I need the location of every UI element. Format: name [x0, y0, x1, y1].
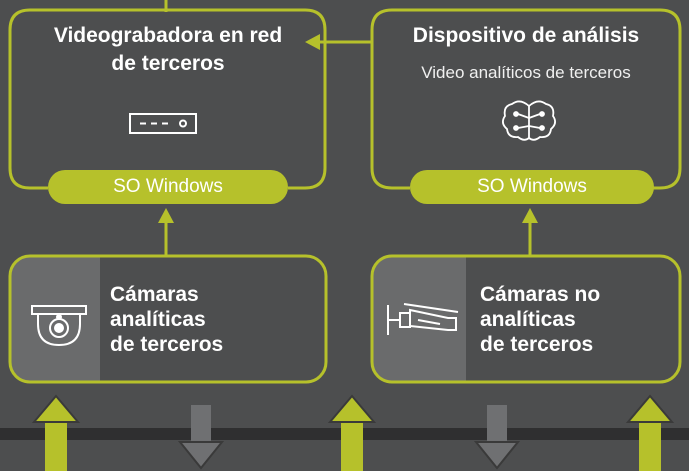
nvr-os-label: SO Windows — [113, 176, 223, 197]
uplink-arrow-1 — [31, 394, 81, 471]
analysis-box-outline — [370, 8, 682, 190]
analytic-cams-line1: Cámaras — [110, 283, 199, 306]
nvr-box-outline — [8, 8, 327, 190]
downlink-arrow-1 — [177, 405, 225, 470]
analysis-to-nvr-arrowhead — [305, 34, 320, 50]
analytic-cams-box — [8, 254, 328, 384]
uplink-arrow-3 — [625, 394, 675, 471]
nonanalytic-cams-line2: analíticas — [480, 308, 576, 331]
analysis-os-label: SO Windows — [477, 176, 587, 197]
nvr-os-pill — [48, 170, 288, 204]
analytic-cams-line2: analíticas — [110, 308, 206, 331]
analytic-cams-line3: de terceros — [110, 333, 224, 356]
nonanalytic-cams-line1: Cámaras no — [480, 283, 601, 306]
ai-brain-icon — [502, 100, 556, 141]
nonanalytic-cams-to-analysis-arrowhead — [522, 208, 538, 223]
nvr-box-title: Videograbadora en red de terceros — [14, 22, 322, 78]
analytic-cams-label: Cámaras analíticas de terceros — [110, 282, 310, 357]
analysis-os-pill — [410, 170, 654, 204]
nvr-title-line1: Videograbadora en red — [53, 24, 283, 47]
uplink-arrow-2 — [327, 394, 377, 471]
bullet-camera-icon — [387, 303, 459, 335]
analytic-cams-to-nvr-arrowhead — [158, 208, 174, 223]
downlink-arrow-2 — [473, 405, 521, 470]
analysis-box-subtitle: Video analíticos de terceros — [421, 63, 631, 82]
nonanalytic-cams-line3: de terceros — [480, 333, 594, 356]
dome-camera-icon — [31, 305, 87, 347]
nvr-title-line2: de terceros — [111, 52, 225, 75]
nonanalytic-cams-label: Cámaras no analíticas de terceros — [480, 282, 670, 357]
analysis-box-title: Dispositivo de análisis — [412, 24, 640, 47]
nonanalytic-cams-box — [370, 254, 682, 384]
nonanalytic-cams-icon-panel — [372, 256, 466, 382]
nvr-recorder-icon — [129, 113, 197, 134]
